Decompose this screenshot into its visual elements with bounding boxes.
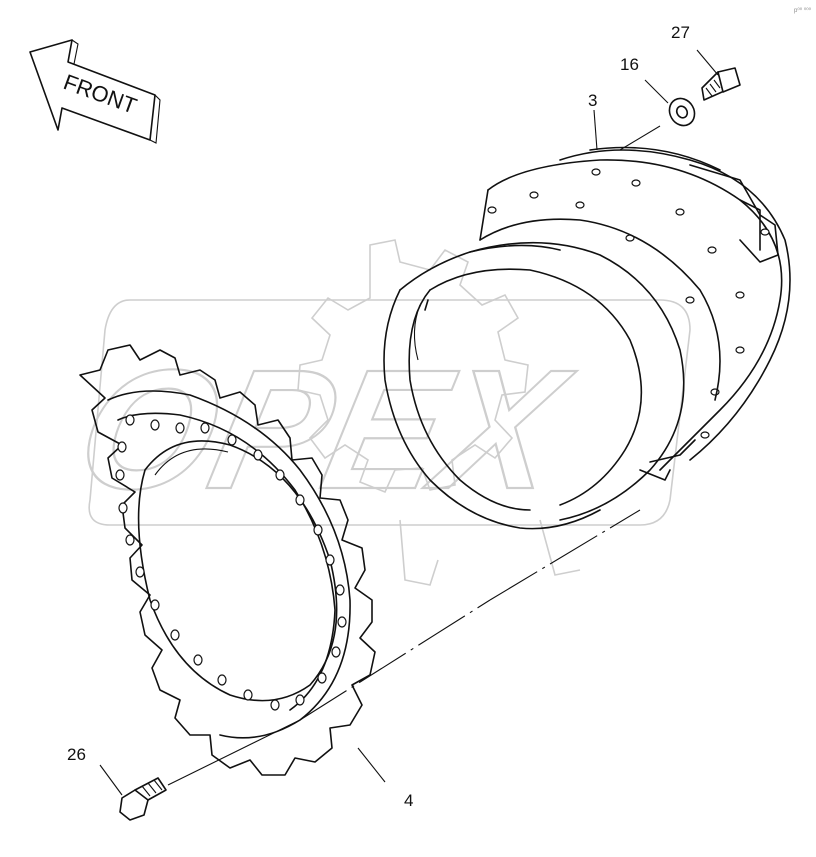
callout-27: 27	[671, 23, 690, 42]
callout-16: 16	[620, 55, 639, 74]
sprocket-teeth	[79, 344, 376, 776]
opex-watermark: OPEX	[62, 239, 691, 586]
travel-motor	[383, 146, 791, 530]
corner-code: p⁰⁰ ⁰⁰⁰	[794, 7, 812, 14]
motor-drum-front	[383, 289, 601, 530]
bolt-27	[701, 67, 741, 101]
watermark-text: OPEX	[63, 335, 585, 525]
front-arrow: FRONT	[29, 39, 161, 144]
callout-3: 3	[588, 91, 597, 110]
motor-flange-holes	[487, 168, 745, 439]
leader-lines	[99, 49, 719, 796]
watermark-gear	[297, 239, 529, 494]
front-arrow-outline	[29, 39, 156, 141]
washer-16	[668, 97, 696, 127]
callout-26: 26	[67, 745, 86, 764]
callout-4: 4	[404, 791, 413, 810]
callouts: 27 16 3 26 4	[67, 23, 690, 810]
bolt-26	[119, 777, 167, 821]
sprocket-bolt-holes	[115, 414, 347, 711]
